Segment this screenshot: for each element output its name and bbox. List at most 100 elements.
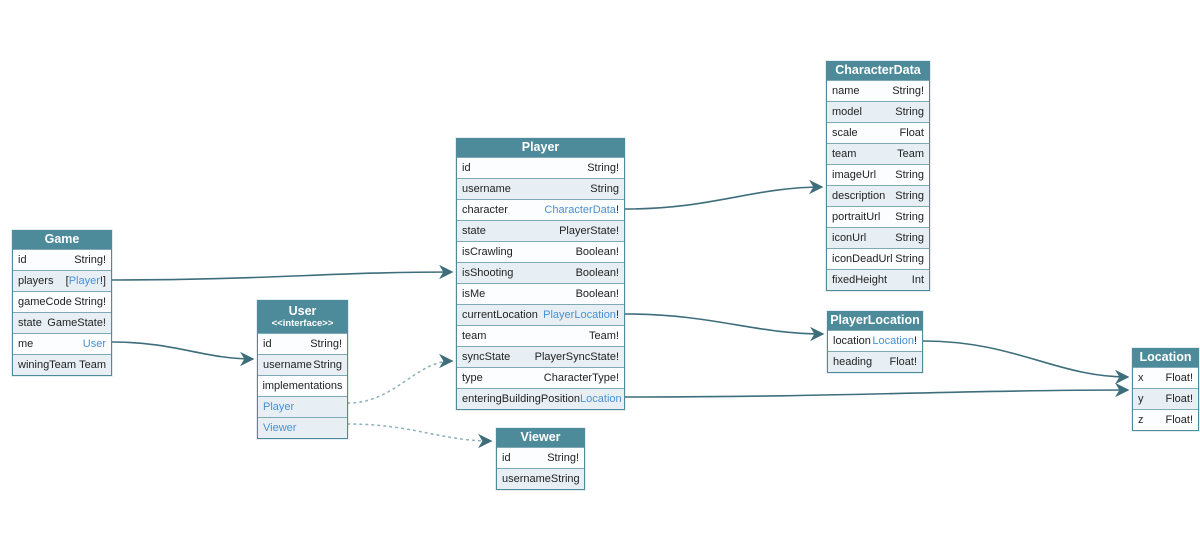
implementations-label: implementations — [262, 380, 343, 392]
table-header-location[interactable]: Location — [1133, 349, 1198, 367]
type-scalar-text: String — [895, 106, 924, 118]
edge-game-players-to-player — [111, 264, 454, 281]
field-type: String — [895, 211, 924, 223]
field-name: currentLocation — [462, 309, 538, 321]
field-name: y — [1138, 393, 1144, 405]
table-header-characterdata[interactable]: CharacterData — [827, 62, 929, 80]
table-title: Player — [521, 140, 560, 155]
type-link-location[interactable]: Location — [580, 393, 622, 405]
field-type: Float! — [1165, 393, 1193, 405]
type-link-characterdata[interactable]: CharacterData — [544, 204, 616, 216]
field-type: Float! — [889, 356, 917, 368]
edge-user-implementation-viewer — [347, 423, 493, 449]
characterdata-row-portraitUrl[interactable]: portraitUrl String — [827, 206, 929, 227]
field-type: Location! — [872, 335, 917, 347]
characterdata-row-iconUrl[interactable]: iconUrl String — [827, 227, 929, 248]
field-name: id — [502, 452, 511, 464]
field-type: String — [895, 106, 924, 118]
playerlocation-row-heading[interactable]: heading Float! — [828, 351, 922, 372]
type-scalar-text: String — [895, 232, 924, 244]
implementation-link-player[interactable]: Player — [263, 401, 295, 413]
type-scalar-text: String! — [892, 85, 924, 97]
field-name: heading — [833, 356, 873, 368]
edge-game-me-to-user — [111, 341, 255, 367]
game-row-players[interactable]: players[Player!] — [13, 270, 111, 291]
type-link-playerlocation[interactable]: PlayerLocation — [543, 309, 616, 321]
type-scalar-text: Boolean! — [575, 288, 619, 300]
type-suffix: ! — [615, 309, 619, 321]
field-type: String — [313, 359, 342, 371]
table-title: User — [288, 303, 317, 318]
field-type: CharacterType! — [544, 372, 619, 384]
type-scalar-text: String — [895, 211, 924, 223]
edge-user-implementation-player — [347, 353, 454, 404]
field-type: String — [551, 473, 580, 485]
location-row-y[interactable]: y Float! — [1133, 388, 1198, 409]
user-row-implementations: implementations — [258, 375, 347, 396]
characterdata-row-description[interactable]: description String — [827, 185, 929, 206]
field-type: String — [895, 169, 924, 181]
table-header-player[interactable]: Player — [457, 139, 624, 157]
type-link-user[interactable]: User — [82, 338, 106, 350]
edge-player-character-to-characterdata — [624, 179, 824, 210]
type-scalar-text: String — [895, 253, 924, 265]
edge-player-enteringbuildingposition-to-location — [624, 382, 1130, 398]
type-suffix: !] — [99, 275, 106, 287]
field-name: description — [832, 190, 886, 202]
field-name: iconDeadUrl — [832, 253, 893, 265]
type-link-player[interactable]: Player — [68, 275, 100, 287]
table-header-viewer[interactable]: Viewer — [497, 429, 584, 447]
type-link-location[interactable]: Location — [872, 335, 914, 347]
player-row-currentLocation[interactable]: currentLocation PlayerLocation! — [457, 304, 624, 325]
field-type: Location — [580, 393, 622, 405]
table-header-user[interactable]: User<<interface>> — [258, 301, 347, 333]
type-scalar-text: Team! — [589, 330, 619, 342]
field-name: id — [18, 254, 27, 266]
field-name: id — [462, 162, 471, 174]
field-name: players — [18, 275, 54, 287]
field-name: portraitUrl — [832, 211, 881, 223]
user-row-Player[interactable]: Player — [258, 396, 347, 417]
table-title: Location — [1139, 350, 1192, 365]
table-header-playerlocation[interactable]: PlayerLocation — [828, 312, 922, 330]
field-name: iconUrl — [832, 232, 867, 244]
field-type: CharacterData! — [544, 204, 619, 216]
implementation-link-viewer[interactable]: Viewer — [263, 422, 297, 434]
field-type: String — [895, 190, 924, 202]
table-header-game[interactable]: Game — [13, 231, 111, 249]
user-row-Viewer[interactable]: Viewer — [258, 417, 347, 438]
table-title: Viewer — [520, 430, 561, 445]
